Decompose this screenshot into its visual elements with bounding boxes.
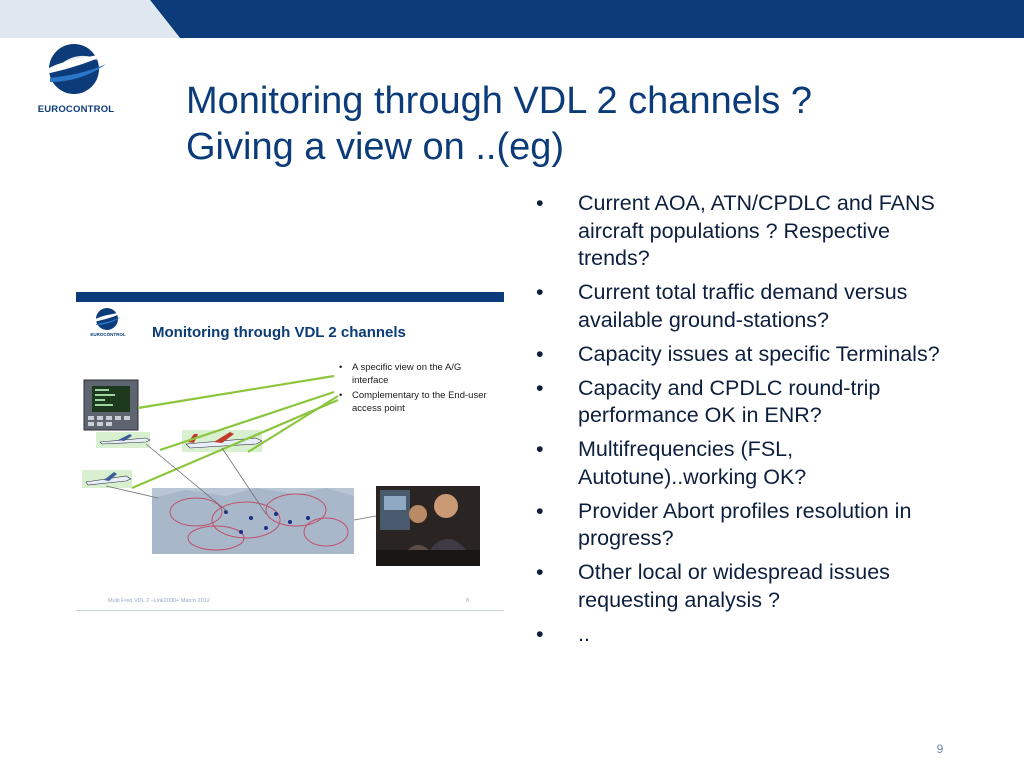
europe-map <box>152 488 354 554</box>
embedded-eurocontrol-logo: EUROCONTROL <box>90 306 126 342</box>
page-number: 9 <box>936 742 944 756</box>
bullet-item: •Capacity and CPDLC round-trip performan… <box>536 375 881 428</box>
bullet-item: •Provider Abort profiles resolution in p… <box>536 498 912 551</box>
title-line-2: Giving a view on ..(eg) <box>186 126 565 168</box>
embedded-slide-header-band <box>76 292 504 302</box>
bullet-item: •Other local or widespread issues reques… <box>536 560 890 612</box>
embedded-bullet-item: •A specific view on the A/G interface <box>339 362 462 386</box>
controllers-photo <box>376 486 480 566</box>
bullet-item: •Multifrequencies (FSL, Autotune)..worki… <box>536 437 807 489</box>
embedded-slide-footer: Multi Freq VDL 2 –Link2000+ March 2012 <box>108 598 210 604</box>
eurocontrol-logo-icon <box>46 44 110 94</box>
embedded-slide-image: EUROCONTROL Monitoring through VDL 2 cha… <box>76 292 504 614</box>
embedded-eurocontrol-logo-icon <box>94 308 123 330</box>
cockpit-display-icon <box>83 379 139 431</box>
eurocontrol-logo: EUROCONTROL <box>36 38 116 120</box>
logo-text: EUROCONTROL <box>37 104 115 115</box>
aircraft-icon <box>82 470 132 488</box>
embedded-slide-illustration <box>82 374 480 566</box>
bullet-item: •Current AOA, ATN/CPDLC and FANS aircraf… <box>536 191 935 270</box>
title-line-1: Monitoring through VDL 2 channels ? <box>186 80 812 122</box>
embedded-slide-bullets: •A specific view on the A/G interface •C… <box>338 362 498 418</box>
bullet-item: •.. <box>536 621 590 646</box>
embedded-slide-title: Monitoring through VDL 2 channels <box>152 324 406 341</box>
bullet-item: •Capacity issues at specific Terminals? <box>536 341 940 366</box>
embedded-logo-text: EUROCONTROL <box>90 332 126 337</box>
bullet-list: •Current AOA, ATN/CPDLC and FANS aircraf… <box>536 190 956 655</box>
aircraft-icon <box>96 432 151 448</box>
embedded-bullet-item: •Complementary to the End-user access po… <box>339 390 487 414</box>
header-band <box>0 0 1024 38</box>
bullet-item: •Current total traffic demand versus ava… <box>536 280 908 332</box>
embedded-slide-page-number: 8 <box>466 598 470 604</box>
slide-title: Monitoring through VDL 2 channels ? Givi… <box>186 78 986 170</box>
signal-arrows <box>131 374 339 490</box>
connector-lines <box>105 443 377 521</box>
embedded-slide-divider <box>76 610 504 611</box>
